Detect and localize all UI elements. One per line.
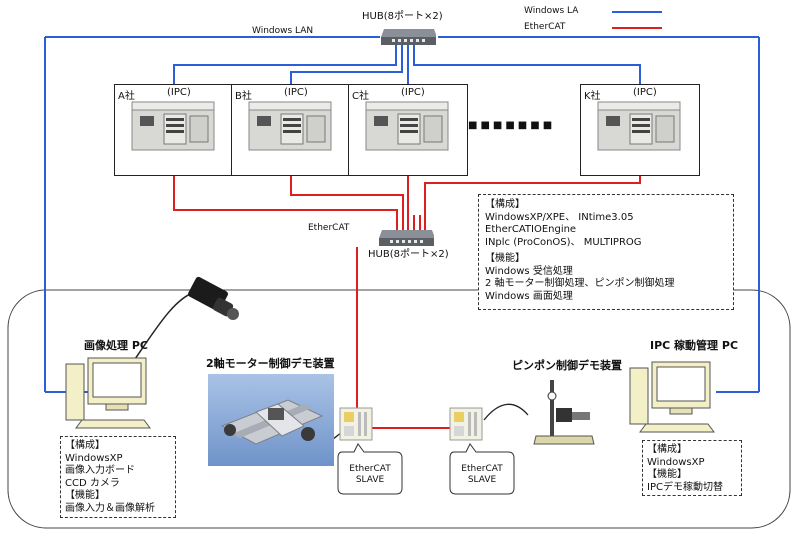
function-line: Windows 画面処理 (485, 290, 573, 302)
industrial-pc-icon (365, 101, 449, 151)
pingpong-demo-title: ピンポン制御デモ装置 (512, 359, 622, 372)
hub-top-label: HUB(8ポート×2) (362, 11, 443, 22)
pingpong-cable (483, 403, 529, 421)
field-region-outline (7, 289, 791, 529)
legend-lan-label: Windows LA (524, 6, 579, 16)
ipc-company: C社 (352, 91, 369, 102)
hub-mid-icon (379, 230, 434, 246)
industrial-pc-icon (131, 101, 215, 151)
mgmt-pc-info-box: 【構成】 WindowsXP 【機能】 IPCデモ稼動切替 (642, 440, 742, 496)
ipc-type: (IPC) (167, 87, 191, 98)
ethercat-network-label: EtherCAT (308, 223, 350, 233)
slave-line1: EtherCAT (461, 464, 503, 474)
ipc-company: B社 (235, 91, 252, 102)
config-heading: 【構成】 (485, 199, 525, 210)
slave-callout-1 (337, 443, 403, 495)
ipc-type: (IPC) (633, 87, 657, 98)
two-axis-demo-title: 2軸モーター制御デモ装置 (206, 357, 335, 370)
slave-callout-text-1: EtherCAT SLAVE (340, 464, 400, 486)
ethercat-slave-icon (449, 407, 483, 441)
ipc-type: (IPC) (401, 87, 425, 98)
slave-line2: SLAVE (467, 475, 497, 485)
pingpong-device-icon (533, 380, 595, 445)
info-line: 【構成】 (65, 440, 105, 451)
ccd-camera-icon (188, 276, 239, 320)
image-pc-info-box: 【構成】 WindowsXP 画像入力ボード CCD カメラ 【機能】 画像入力… (60, 436, 176, 518)
mgmt-pc-title: IPC 稼動管理 PC (650, 339, 739, 352)
desktop-pc-icon (65, 357, 151, 429)
lan-line (413, 45, 641, 100)
slave-callout-text-2: EtherCAT SLAVE (452, 464, 512, 486)
info-line: IPCデモ稼動切替 (647, 481, 723, 493)
lan-network-label: Windows LAN (252, 26, 314, 36)
ellipsis-dots: ■■■■■■■ (468, 120, 556, 131)
info-line: WindowsXP (647, 456, 705, 468)
hub-top-icon (381, 29, 436, 45)
industrial-pc-icon (597, 101, 681, 151)
function-line: Windows 受信処理 (485, 265, 573, 277)
desktop-pc-icon (629, 361, 715, 433)
function-heading: 【機能】 (485, 253, 525, 264)
slave-callout-2 (449, 443, 515, 495)
ipc-company: K社 (584, 91, 601, 102)
ipc-config-box: 【構成】 WindowsXP/XPE、 INtime3.05 EtherCATI… (478, 194, 734, 310)
image-pc-title: 画像処理 PC (84, 339, 148, 352)
config-line: INplc (ProConOS)、 MULTIPROG (485, 236, 642, 248)
two-axis-stage-photo (208, 374, 334, 466)
ethercat-slave-icon (339, 407, 373, 441)
config-line: EtherCATIOEngine (485, 224, 577, 235)
info-line: 【構成】 (647, 444, 687, 455)
slave-line2: SLAVE (355, 475, 385, 485)
info-line: CCD カメラ (65, 477, 120, 489)
slave-line1: EtherCAT (349, 464, 391, 474)
info-line: 【機能】 (65, 490, 105, 501)
hub-mid-label: HUB(8ポート×2) (368, 249, 449, 260)
info-line: 【機能】 (647, 469, 687, 480)
ipc-company: A社 (118, 91, 135, 102)
info-line: WindowsXP (65, 452, 123, 464)
info-line: 画像入力ボード (65, 465, 135, 476)
config-line: WindowsXP/XPE、 INtime3.05 (485, 211, 634, 223)
ipc-type: (IPC) (284, 87, 308, 98)
ethercat-line (173, 150, 398, 230)
industrial-pc-icon (248, 101, 332, 151)
lan-line (173, 45, 397, 100)
info-line: 画像入力＆画像解析 (65, 502, 155, 514)
function-line: 2 軸モーター制御処理、ピンポン制御処理 (485, 278, 675, 289)
legend-ethercat-label: EtherCAT (524, 22, 566, 32)
